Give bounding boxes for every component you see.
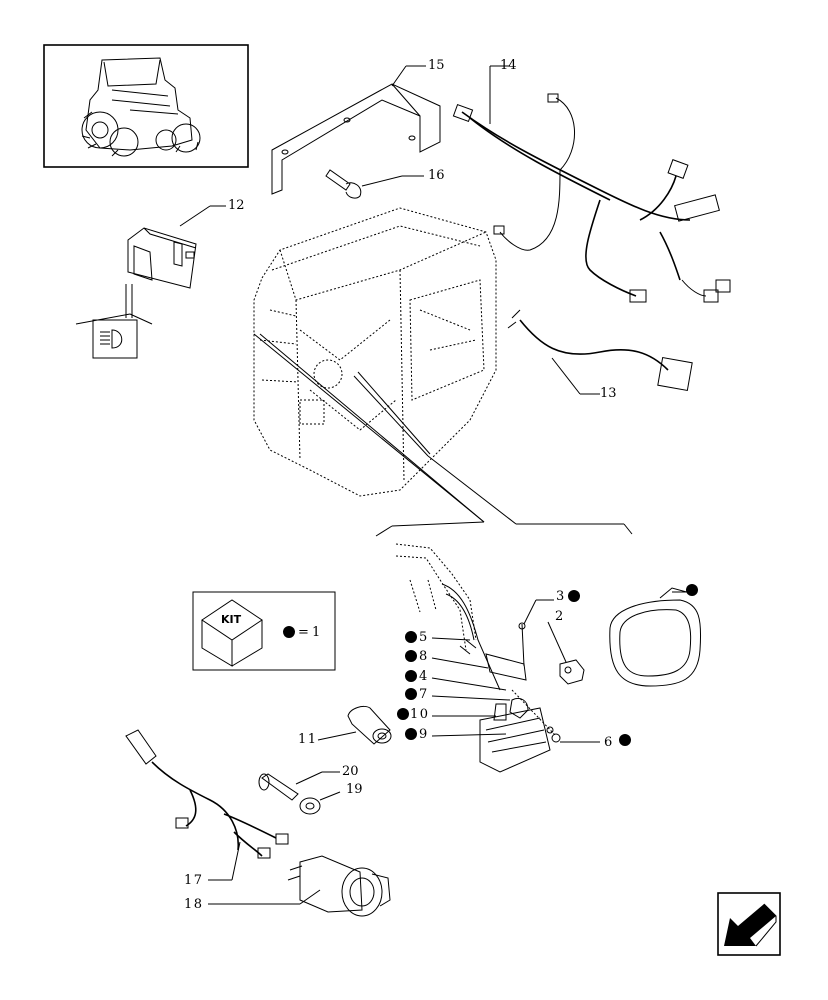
callout-15: 15 [428,58,445,73]
callout-4: 4 [419,669,427,684]
part-2-block [559,659,585,685]
part-15-bracket [271,83,441,195]
callout-12: 12 [228,198,245,213]
part-20-bolt [258,773,299,801]
part-17-harness [125,729,289,859]
bullet-6 [619,734,631,746]
bullet-5 [405,631,417,643]
tractor-icon [81,57,201,157]
bullet-3 [568,590,580,602]
part-1-worklight [609,587,702,687]
arrow-down-left-icon [724,903,777,947]
part-14-harness [452,93,731,303]
callout-2: 2 [555,609,563,624]
callout-7: 7 [419,687,427,702]
callout-14: 14 [500,58,517,73]
bullet-8 [405,650,417,662]
callout-17: 17 [184,873,202,888]
kit-box-icon [201,599,263,667]
callout-6: 6 [604,735,612,750]
part-19-nut [299,797,321,815]
callout-8: 8 [419,649,427,664]
bullet-7 [405,688,417,700]
bullet-1 [686,584,698,596]
kit-bullet [283,626,295,638]
callout-11: 11 [298,732,316,747]
nav-arrow-button[interactable] [717,892,781,956]
callout-16: 16 [428,168,445,183]
bullet-4 [405,670,417,682]
kit-ref: 1 [312,625,320,640]
callout-9: 9 [419,727,427,742]
callout-19: 19 [346,782,363,797]
part-12-switch [127,227,197,289]
worklight-icon [92,319,138,359]
part-16-bolt [325,169,362,199]
tractor-thumbnail [43,44,249,168]
callout-13: 13 [600,386,617,401]
bullet-9 [405,728,417,740]
cab-outline [253,207,497,497]
kit-equals: = [298,625,309,640]
part-13-cable [507,309,693,391]
callout-18: 18 [184,897,202,912]
callout-20: 20 [342,764,359,779]
callout-3: 3 [556,589,564,604]
part-11-sleeve [347,705,392,745]
callout-10: 10 [410,707,428,722]
kit-legend: KIT = 1 [192,591,336,671]
mounting-detail [395,543,561,773]
kit-box-label: KIT [221,613,242,626]
bullet-10 [397,708,409,720]
part-18-socket [287,855,391,917]
callout-5: 5 [419,630,427,645]
